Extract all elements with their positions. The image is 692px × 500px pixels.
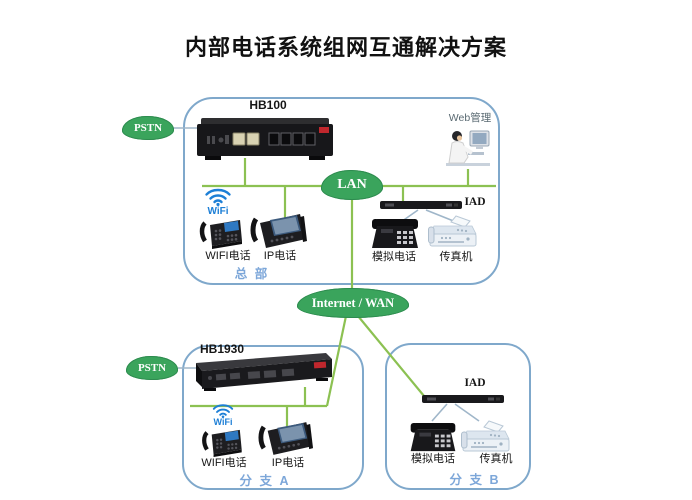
wifi-icon-branch-a — [211, 402, 235, 418]
zone-label-branch-b: 分 支 B — [449, 473, 501, 487]
wifi-icon-hq — [204, 186, 232, 206]
zone-label-headquarters: 总 部 — [234, 267, 270, 281]
iad-label-hq: IAD — [464, 196, 486, 208]
iad-device-hq — [380, 200, 462, 210]
analog-phone-hq-icon — [369, 217, 421, 251]
branch-b-group-box — [385, 343, 531, 490]
web-admin-person-icon — [444, 126, 492, 170]
internet-wan-cloud: Internet / WAN — [297, 288, 409, 318]
wifi-label-branch-a: WiFi — [213, 417, 233, 427]
ip-phone-branch-a-icon — [258, 419, 314, 458]
page-title: 内部电话系统组网互通解决方案 — [184, 35, 507, 60]
wan-branch-a-link — [325, 315, 348, 407]
zone-label-branch-a: 分 支 A — [239, 474, 291, 488]
wifi-label-hq: WiFi — [207, 206, 229, 217]
hb1930-device — [186, 351, 334, 393]
hb1930-label: HB1930 — [199, 342, 245, 356]
lan-cloud: LAN — [321, 170, 383, 200]
wan-branch-b-link — [357, 315, 425, 397]
wifi-phone-label-hq: WIFI电话 — [205, 250, 251, 262]
wifi-phone-branch-a-icon — [200, 427, 244, 457]
analog-phone-branch-b-icon — [407, 421, 459, 454]
wifi-phone-label-branch-a: WIFI电话 — [201, 457, 247, 469]
iad-fax-link-b — [454, 403, 480, 422]
fax-hq-icon — [428, 214, 480, 250]
branch-a-group-box — [182, 345, 364, 490]
headquarters-group-box — [183, 97, 500, 285]
fax-branch-b-icon — [461, 419, 513, 455]
iad-device-branch-b — [422, 394, 504, 404]
pstn-cloud-branch: PSTN — [126, 356, 178, 380]
pstn-cloud-hq: PSTN — [122, 116, 174, 140]
hb100-device — [195, 114, 335, 162]
wifi-phone-hq-icon — [198, 217, 244, 249]
hb100-device-icon — [197, 118, 333, 160]
iad-analog-link-b — [431, 403, 448, 422]
ip-phone-hq-icon — [250, 211, 308, 251]
fax-label-hq: 传真机 — [439, 251, 473, 263]
analog-phone-label-branch-b: 模拟电话 — [411, 453, 455, 465]
web-admin-label: Web管理 — [448, 112, 492, 124]
ip-phone-label-branch-a: IP电话 — [271, 457, 305, 469]
analog-phone-label-hq: 模拟电话 — [372, 251, 416, 263]
hb1930-device-icon — [196, 353, 332, 391]
ip-phone-label-hq: IP电话 — [263, 250, 297, 262]
fax-label-branch-b: 传真机 — [479, 453, 513, 465]
hb100-label: HB100 — [249, 98, 287, 112]
iad-label-branch-b: IAD — [464, 377, 486, 389]
